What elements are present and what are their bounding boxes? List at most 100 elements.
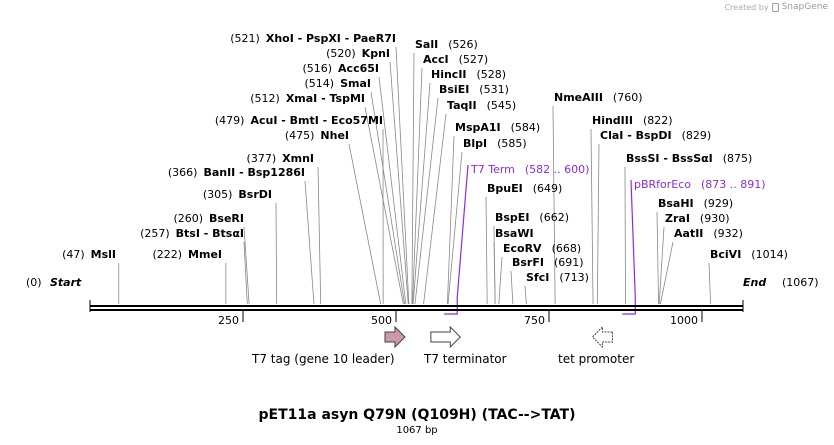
enzyme-position: (691) xyxy=(554,256,584,269)
primer-bracket xyxy=(622,179,636,315)
cut-line-13 xyxy=(395,46,410,305)
enzyme-site-28: HindIII(822) xyxy=(592,114,673,127)
cut-line-20 xyxy=(447,151,463,305)
enzyme-name: HindIII xyxy=(592,114,633,127)
enzyme-position: (526) xyxy=(448,38,478,51)
cut-line-14 xyxy=(411,52,415,305)
enzyme-position: (760) xyxy=(613,91,643,104)
cut-line-16 xyxy=(412,82,431,305)
enzyme-name: SmaI xyxy=(340,77,371,90)
watermark-prefix: Created by xyxy=(724,2,769,12)
feature-arrow xyxy=(430,325,461,349)
enzyme-position: (585) xyxy=(497,137,527,150)
enzyme-name: EcoRV xyxy=(503,242,542,255)
enzyme-site-1: (222)MmeI xyxy=(152,248,222,261)
enzyme-position: (528) xyxy=(477,68,507,81)
enzyme-name: BciVI xyxy=(710,248,741,261)
cut-line-34 xyxy=(708,262,711,305)
connector-layer xyxy=(118,46,711,305)
enzyme-name: NheI xyxy=(320,129,349,142)
enzyme-name: BspEI xyxy=(495,211,529,224)
enzyme-position: (47) xyxy=(62,248,85,261)
enzyme-name: XmnI xyxy=(282,152,314,165)
cut-line-33 xyxy=(659,241,674,305)
enzyme-site-20: BlpI (585) xyxy=(463,137,527,150)
enzyme-position: (531) xyxy=(479,83,509,96)
enzyme-site-21: BpuEI (649) xyxy=(487,182,562,195)
cut-line-24 xyxy=(498,256,503,305)
enzyme-site-14: SalI(526) xyxy=(415,38,478,51)
enzyme-name: KpnI xyxy=(362,47,390,60)
enzyme-name: BsrDI xyxy=(238,188,272,201)
feature-arrow xyxy=(591,325,613,349)
ruler-label-0: 250 xyxy=(218,314,239,327)
enzyme-name: MspA1I xyxy=(455,121,501,134)
enzyme-name: BsiEI xyxy=(439,83,469,96)
cut-line-27 xyxy=(552,105,556,305)
enzyme-site-19: MspA1I(584) xyxy=(455,121,540,134)
enzyme-name: BlpI xyxy=(463,137,487,150)
enzyme-site-12: (520) KpnI xyxy=(326,47,390,60)
enzyme-site-34: BciVI(1014) xyxy=(710,248,788,261)
enzyme-site-4: (305)BsrDI xyxy=(203,188,272,201)
enzyme-name: AccI xyxy=(423,53,449,66)
enzyme-position: (932) xyxy=(713,227,743,240)
map-title: pET11a asyn Q79N (Q109H) (TAC-->TAT) xyxy=(259,407,576,423)
enzyme-site-22: BspEI(662) xyxy=(495,211,569,224)
cut-line-32 xyxy=(658,226,665,305)
end-position: (1067) xyxy=(782,276,819,289)
primer-range: (873 .. 891) xyxy=(701,178,766,191)
enzyme-position: (930) xyxy=(700,212,730,225)
enzyme-position: (668) xyxy=(552,242,582,255)
enzyme-site-24: EcoRV (668) xyxy=(503,242,581,255)
enzyme-position: (520) xyxy=(326,47,356,60)
enzyme-site-13: (521)XhoI - PspXI - PaeR7I xyxy=(230,32,396,45)
cut-line-5 xyxy=(304,180,315,305)
enzyme-site-8: (479)AcuI - BmtI - Eco57MI xyxy=(215,114,383,127)
enzyme-name: HincII xyxy=(431,68,467,81)
cut-line-2 xyxy=(243,241,248,305)
enzyme-position: (527) xyxy=(459,53,489,66)
enzyme-name: XmaI - TspMI xyxy=(286,92,365,105)
start-label: Start xyxy=(50,276,82,289)
enzyme-name: TaqII xyxy=(447,99,477,112)
primer-name: pBRforEco xyxy=(634,178,691,191)
enzyme-site-6: (377)XmnI xyxy=(247,152,314,165)
enzyme-position: (875) xyxy=(723,152,753,165)
enzyme-name: BanII - Bsp1286I xyxy=(203,166,305,179)
ruler-label-1: 500 xyxy=(371,314,392,327)
cut-line-11 xyxy=(378,76,407,305)
feature-1: T7 terminator xyxy=(423,325,507,366)
enzyme-name: Acc65I xyxy=(338,62,379,75)
start-position: (0) xyxy=(26,276,42,289)
enzyme-name: MslI xyxy=(91,248,116,261)
cut-line-21 xyxy=(485,196,488,305)
enzyme-name: BsaHI xyxy=(658,197,694,210)
enzyme-site-25: BsrFI(691) xyxy=(512,256,584,269)
cut-line-10 xyxy=(370,91,405,305)
cut-line-25 xyxy=(510,270,514,305)
cut-line-19 xyxy=(447,135,455,305)
enzyme-name: BseRI xyxy=(209,212,244,225)
cut-line-31 xyxy=(656,211,659,305)
cut-line-26 xyxy=(524,285,527,305)
enzyme-site-31: BsaHI (929) xyxy=(658,197,733,210)
enzyme-site-23: BsaWI xyxy=(495,227,534,240)
enzyme-site-30: BssSI - BssSαI(875) xyxy=(626,152,752,165)
enzyme-site-10: (514)SmaI xyxy=(305,77,371,90)
enzyme-site-27: NmeAIII(760) xyxy=(554,91,643,104)
enzyme-position: (929) xyxy=(704,197,734,210)
cut-line-15 xyxy=(412,67,423,305)
enzyme-position: (649) xyxy=(533,182,563,195)
enzyme-position: (545) xyxy=(487,99,517,112)
enzyme-site-17: BsiEI (531) xyxy=(439,83,509,96)
end-label: End xyxy=(743,276,766,289)
enzyme-name: ZraI xyxy=(665,212,690,225)
cut-line-7 xyxy=(348,143,382,305)
enzyme-site-0: (47) MslI xyxy=(62,248,116,261)
ruler-label-3: 1000 xyxy=(670,314,698,327)
feature-2: tet promoter xyxy=(558,325,634,366)
enzyme-name: XhoI - PspXI - PaeR7I xyxy=(266,32,396,45)
enzyme-name: BpuEI xyxy=(487,182,523,195)
